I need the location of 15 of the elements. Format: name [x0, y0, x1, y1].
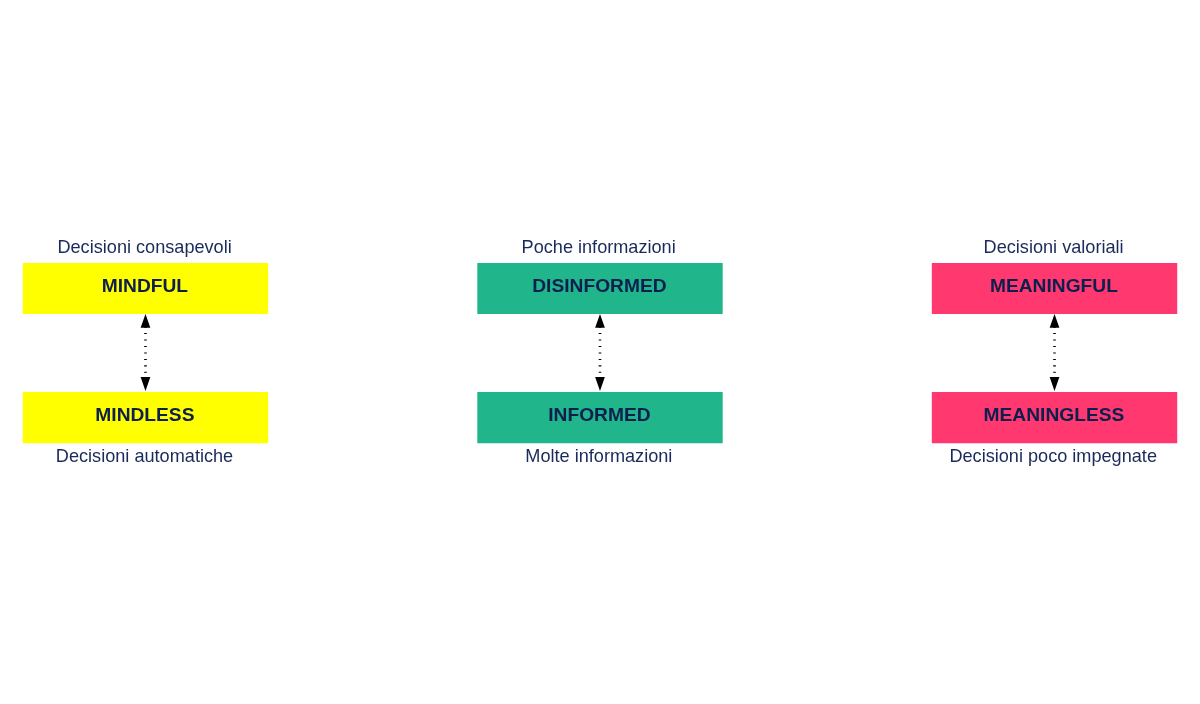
node-box: MEANINGFUL — [931, 262, 1178, 314]
node-label: Decisioni automatiche — [55, 445, 234, 466]
node-label: Decisioni poco impegnate — [949, 445, 1157, 466]
node-box: MINDFUL — [22, 262, 269, 314]
node-box: MINDLESS — [22, 391, 269, 443]
node-box: MEANINGLESS — [931, 391, 1178, 443]
arrow — [140, 313, 151, 391]
arrow — [595, 313, 605, 391]
node-box: INFORMED — [477, 391, 723, 443]
node-box: DISINFORMED — [477, 262, 723, 314]
node-label: Decisioni consapevoli — [57, 236, 232, 257]
node-label: Poche informazioni — [521, 236, 676, 257]
arrow — [1049, 313, 1060, 391]
node-label: Decisioni valoriali — [983, 236, 1124, 257]
node-label: Molte informazioni — [525, 445, 673, 466]
